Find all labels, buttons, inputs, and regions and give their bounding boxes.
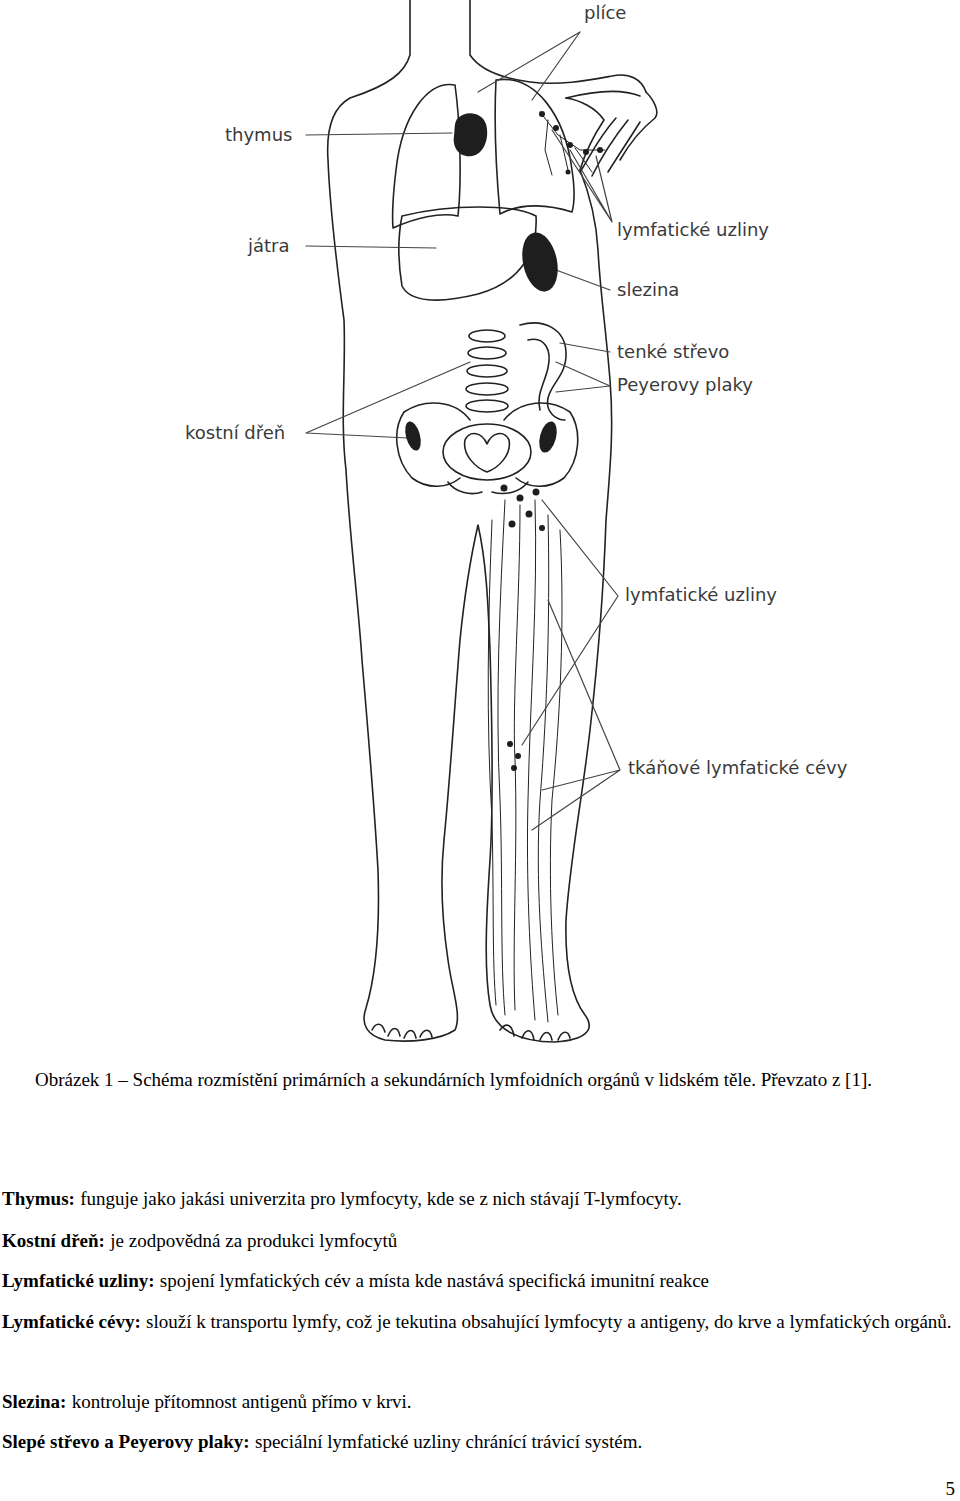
organ-label: tenké střevo xyxy=(617,341,729,363)
pelvis xyxy=(397,403,578,486)
leader-line xyxy=(306,133,452,135)
organ-label: thymus xyxy=(225,124,292,146)
vertebra xyxy=(466,400,508,412)
definition-term: Lymfatické uzliny: xyxy=(2,1270,155,1291)
organ-label: plíce xyxy=(584,2,626,24)
leader-line xyxy=(478,32,580,100)
organ-label: kostní dřeň xyxy=(185,422,285,444)
femur-heads xyxy=(448,482,528,494)
leader-line xyxy=(306,246,436,248)
definition-row: Lymfatické uzliny:spojení lymfatických c… xyxy=(2,1261,957,1301)
definition-row: Kostní dřeň:je zodpovědná za produkci ly… xyxy=(2,1221,957,1261)
lymph-node xyxy=(583,149,589,155)
thymus-organ xyxy=(454,113,488,156)
leader-line xyxy=(552,130,612,222)
vertebra xyxy=(466,383,508,395)
definition-row: Slezina: kontroluje přítomnost antigenů p… xyxy=(2,1382,957,1422)
raised-hand xyxy=(566,92,657,176)
lymph-vessel xyxy=(488,500,562,1022)
definition-text: slouží k transportu lymfy, což je tekuti… xyxy=(146,1311,952,1332)
lung-left xyxy=(393,85,461,228)
axillary-vessel xyxy=(540,112,605,175)
arm-line xyxy=(566,92,640,98)
lung-right xyxy=(495,79,574,214)
definition-text: spojení lymfatických cév a místa kde nas… xyxy=(160,1270,709,1291)
leader-line xyxy=(532,600,620,830)
definition-row: Thymus:funguje jako jakási univerzita pr… xyxy=(2,1179,957,1219)
definition-term: Slezina: xyxy=(2,1391,66,1412)
lymph-node xyxy=(533,489,540,496)
pelvic-ring xyxy=(443,424,531,480)
definition-term: Slepé střevo a Peyerovy plaky: xyxy=(2,1431,250,1452)
lymph-node xyxy=(515,753,521,759)
definition-text: funguje jako jakási univerzita pro lymfo… xyxy=(80,1188,682,1209)
definition-row: Slepé střevo a Peyerovy plaky:speciální … xyxy=(2,1422,957,1462)
lymph-node xyxy=(501,485,508,492)
spleen-organ xyxy=(517,229,563,295)
vertebra xyxy=(468,347,506,359)
leader-line xyxy=(556,270,610,290)
lymph-node xyxy=(507,741,513,747)
lymph-node xyxy=(597,147,603,153)
organ-label: tkáňové lymfatické cévy xyxy=(628,757,847,779)
lymph-node xyxy=(509,521,516,528)
vertebra xyxy=(467,365,507,377)
neck-line xyxy=(470,0,646,92)
leader-line xyxy=(556,362,610,392)
definition-term: Thymus: xyxy=(2,1188,75,1209)
definition-text: speciální lymfatické uzliny chránící trá… xyxy=(255,1431,642,1452)
lymph-node xyxy=(553,125,559,131)
sacrum xyxy=(465,434,510,472)
liver xyxy=(399,207,536,300)
definition-term: Lymfatické cévy: xyxy=(2,1311,141,1332)
bone-marrow xyxy=(402,420,423,453)
page-number: 5 xyxy=(946,1478,956,1500)
leader-line xyxy=(560,343,610,352)
body-outline xyxy=(328,0,612,1042)
definition-row: Lymfatické cévy:slouží k transportu lymf… xyxy=(2,1302,957,1342)
lymph-node xyxy=(539,111,545,117)
bone-marrow xyxy=(536,419,560,454)
organ-label: Peyerovy plaky xyxy=(617,374,753,396)
vertebra xyxy=(469,330,505,342)
lymph-node xyxy=(511,765,517,771)
figure-caption: Obrázek 1 – Schéma rozmístění primárních… xyxy=(35,1060,915,1100)
definition-text: kontroluje přítomnost antigenů přímo v k… xyxy=(72,1391,412,1412)
definition-term: Kostní dřeň: xyxy=(2,1230,105,1251)
toes xyxy=(372,1024,570,1040)
lymph-node xyxy=(566,170,571,175)
leader-line xyxy=(306,362,470,438)
leader-line xyxy=(522,500,618,745)
organ-label: lymfatické uzliny xyxy=(625,584,777,606)
organ-label: lymfatické uzliny xyxy=(617,219,769,241)
lymph-node xyxy=(539,525,545,531)
organ-label: slezina xyxy=(617,279,679,301)
lymph-node xyxy=(526,511,533,518)
definition-text: je zodpovědná za produkci lymfocytů xyxy=(110,1230,397,1251)
lymph-node xyxy=(517,495,524,502)
lymph-node xyxy=(567,142,573,148)
organ-label: játra xyxy=(248,235,290,257)
